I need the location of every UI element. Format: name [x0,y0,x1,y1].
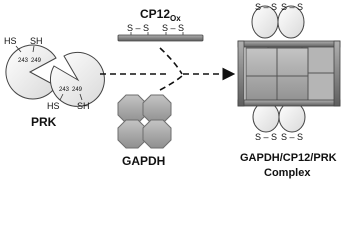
prk-left-res-243: 243 [18,58,29,64]
gapdh-label: GAPDH [122,154,165,168]
cp12-bond-left: S – S [127,23,149,33]
complex-label-line2: Complex [264,167,311,179]
prk-right-sh-label: SH [77,101,90,111]
complex-top-bond-2: S – S [281,2,303,12]
prk-right-res-249: 249 [72,87,83,93]
cp12-label-main: CP12 [140,7,170,21]
prk-right-hs-label: HS [47,101,60,111]
complex-bottom-bond-2: S – S [281,132,303,142]
complex-bottom-bond-1: S – S [255,132,277,142]
prk-subunit-left [5,44,57,100]
complex-formation-diagram: HS SH 243 249 243 249 HS SH PRK CP12Ox S… [4,2,341,179]
prk-left-hs-label: HS [4,36,17,46]
cp12-bar [117,34,204,42]
arrow-from-cp12 [159,47,183,75]
complex-prk-bottom-1 [252,101,280,133]
complex-cp12-bar-bottom [237,99,341,107]
reaction-arrows [100,47,236,91]
prk-right-res-243: 243 [59,87,70,93]
gapdh-subunit-3 [117,119,147,149]
prk-subunit-right [49,51,105,107]
gapdh-tetramer [117,94,172,149]
complex-cp12-bar-right [333,40,341,107]
complex-prk-top-2 [277,5,305,39]
arrow-from-gapdh [159,75,183,91]
gapdh-subunit-2 [142,94,172,124]
prk-label: PRK [31,115,57,129]
complex-label-line1: GAPDH/CP12/PRK [240,152,337,164]
gapdh-subunit-1 [117,94,147,124]
cp12-ox: CP12Ox S – S S – S [117,7,204,42]
complex-prk-bottom-2 [278,101,306,133]
prk-left-sh-label: SH [30,36,43,46]
prk-dimer: HS SH 243 249 243 249 HS SH PRK [4,36,105,129]
complex-top-bond-1: S – S [255,2,277,12]
cp12-label: CP12Ox [140,7,181,23]
cp12-bond-right: S – S [162,23,184,33]
prk-left-res-249: 249 [31,58,42,64]
cp12-label-sub: Ox [170,14,181,23]
complex-cp12-bar-top [237,40,341,48]
complex-cp12-bar-left [237,40,245,107]
gapdh-cp12-prk-complex: S – S S – S S – S S – S [237,2,341,142]
gapdh-subunit-4 [142,119,172,149]
